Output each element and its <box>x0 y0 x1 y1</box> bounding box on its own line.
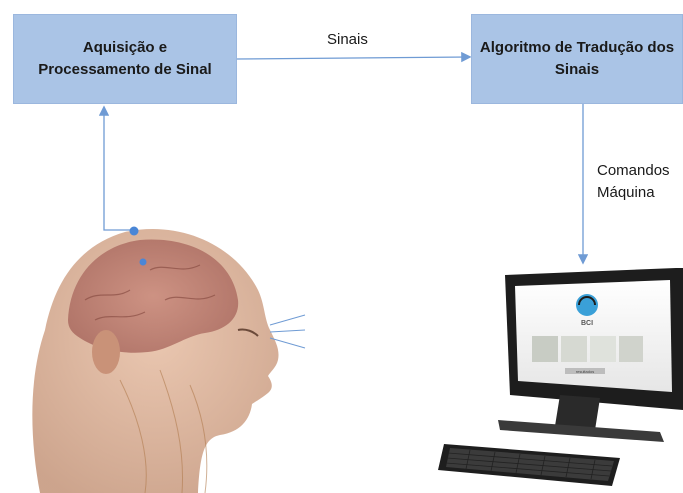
signals-label: Sinais <box>327 31 368 48</box>
commands-label-line2: Máquina <box>597 184 655 201</box>
commands-label: Comandos Máquina <box>597 160 670 204</box>
ear <box>92 330 120 374</box>
acquisition-box-line2: Processamento de Sinal <box>38 61 212 78</box>
computer-illustration: BCI resultados <box>438 268 683 486</box>
screen-caption: resultados <box>576 369 594 374</box>
electrode-scalp <box>139 258 147 266</box>
arrow-head-to-acq <box>98 105 134 231</box>
algorithm-box-line1: Algoritmo de Tradução dos <box>479 39 675 56</box>
screen-panel-1 <box>532 336 558 362</box>
screen-logo-text: BCI <box>581 320 593 327</box>
arrow-acq-to-alg <box>236 51 472 63</box>
screen-panel-4 <box>619 336 643 362</box>
brain <box>68 239 239 353</box>
acquisition-box-line1: Aquisição e <box>82 39 168 56</box>
commands-label-line1: Comandos <box>597 162 670 179</box>
screen-panel-3 <box>590 336 616 362</box>
screen-button <box>565 368 605 374</box>
algorithm-box-line2: Sinais <box>554 61 600 78</box>
acquisition-box: Aquisição e Processamento de Sinal <box>13 14 237 104</box>
electrode-top <box>129 226 139 236</box>
head-illustration <box>32 229 306 493</box>
algorithm-box: Algoritmo de Tradução dos Sinais <box>471 14 683 104</box>
screen-panel-2 <box>561 336 587 362</box>
